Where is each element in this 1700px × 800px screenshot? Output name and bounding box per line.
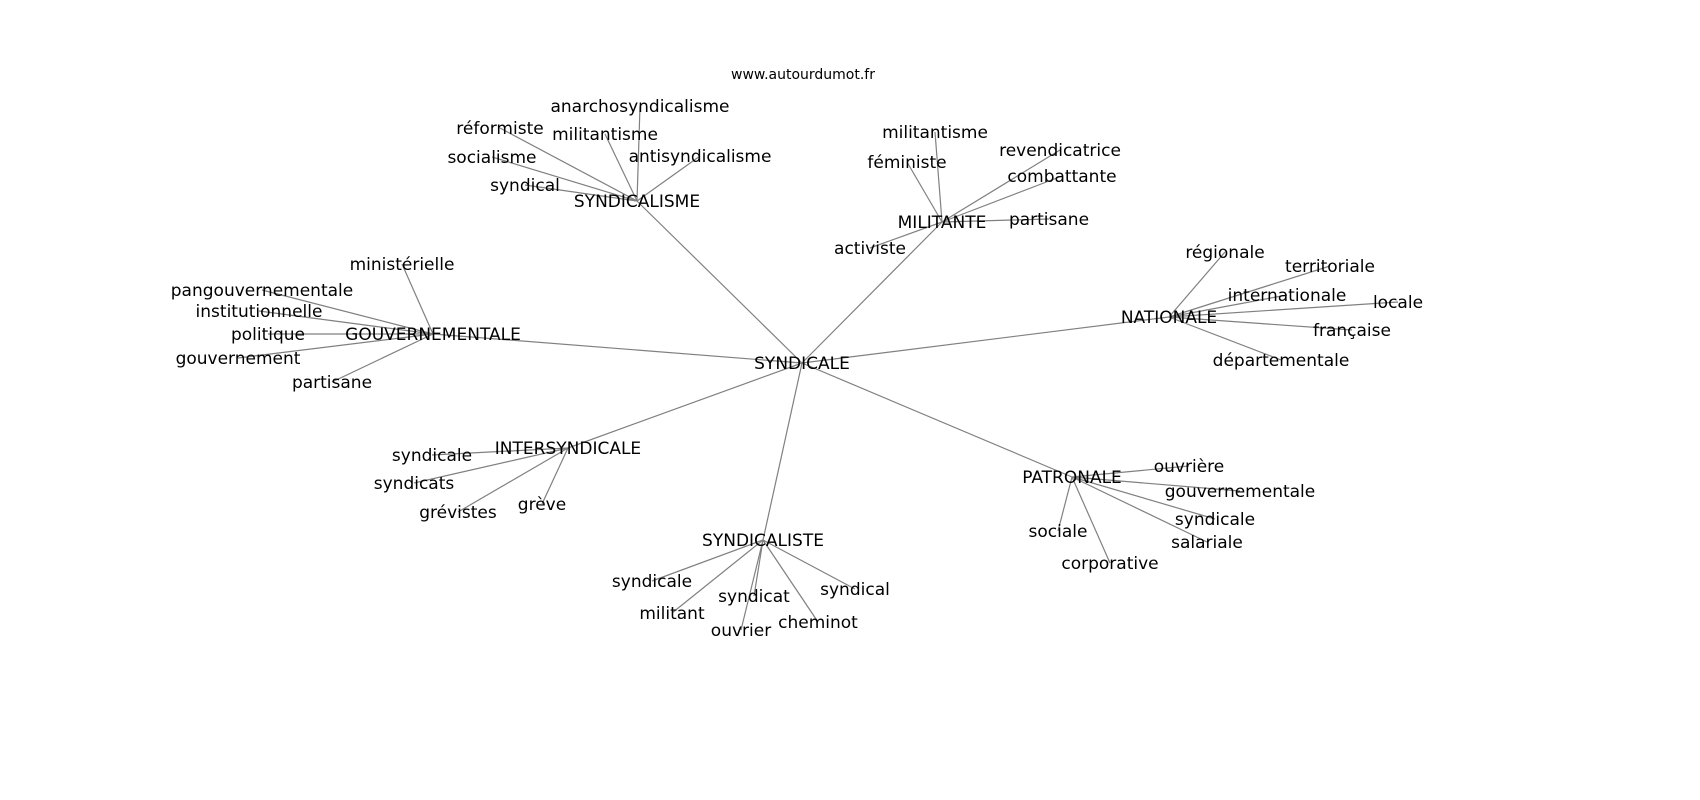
hub-node-label: SYNDICALISME bbox=[574, 192, 700, 212]
leaf-node-label: militantisme bbox=[882, 123, 988, 143]
leaf-node-label: syndicale bbox=[1175, 510, 1255, 530]
hub-node-label: NATIONALE bbox=[1121, 308, 1217, 328]
leaf-node-label: syndicats bbox=[374, 474, 455, 494]
edge-hub-leaf bbox=[941, 218, 1050, 223]
leaf-node-label: militant bbox=[639, 604, 705, 624]
edge-hub-leaf bbox=[1071, 465, 1190, 478]
leaf-node-label: grévistes bbox=[419, 503, 497, 523]
edge-root-hub bbox=[567, 362, 803, 449]
leaf-node-label: institutionnelle bbox=[196, 302, 323, 322]
leaf-node-label: gouvernementale bbox=[1165, 482, 1315, 502]
edge-hub-leaf bbox=[1168, 265, 1331, 318]
leaf-node-label: militantisme bbox=[552, 125, 658, 145]
hub-node-label: SYNDICALISTE bbox=[702, 531, 824, 551]
leaf-node-label: internationale bbox=[1228, 286, 1347, 306]
edge-hub-leaf bbox=[762, 539, 819, 623]
edge-hub-leaf bbox=[636, 105, 641, 202]
edge-hub-leaf bbox=[431, 447, 569, 456]
leaf-node-label: syndicat bbox=[718, 587, 790, 607]
leaf-node-label: sociale bbox=[1029, 522, 1088, 542]
edge-hub-leaf bbox=[906, 161, 943, 223]
edge-hub-leaf bbox=[636, 155, 701, 202]
edge-hub-leaf bbox=[541, 447, 569, 505]
leaf-node-label: combattante bbox=[1007, 167, 1116, 187]
edge-hub-leaf bbox=[331, 333, 434, 383]
leaf-node-label: anarchosyndicalisme bbox=[550, 97, 729, 117]
leaf-node-label: territoriale bbox=[1285, 257, 1375, 277]
edge-hub-leaf bbox=[762, 539, 856, 590]
leaf-node-label: locale bbox=[1373, 293, 1423, 313]
edge-hub-leaf bbox=[401, 263, 434, 335]
leaf-node-label: grève bbox=[518, 495, 566, 515]
edge-hub-leaf bbox=[413, 447, 569, 484]
edge-hub-leaf bbox=[604, 133, 638, 202]
edge-root-hub bbox=[432, 333, 803, 364]
edge-hub-leaf bbox=[869, 221, 943, 249]
edge-hub-leaf bbox=[941, 175, 1063, 223]
edge-hub-leaf bbox=[1168, 316, 1282, 361]
edge-hub-leaf bbox=[1057, 476, 1073, 532]
leaf-node-label: corporative bbox=[1061, 554, 1158, 574]
leaf-node-label: activiste bbox=[834, 239, 906, 259]
hub-node-label: MILITANTE bbox=[898, 213, 987, 233]
edge-hub-leaf bbox=[934, 131, 943, 223]
edge-hub-leaf bbox=[651, 539, 764, 582]
edge-root-hub bbox=[801, 316, 1170, 364]
leaf-node-label: réformiste bbox=[456, 119, 543, 139]
leaf-node-label: féministe bbox=[867, 153, 946, 173]
edge-hub-leaf bbox=[258, 310, 434, 335]
leaf-node-label: syndicale bbox=[612, 572, 692, 592]
leaf-node-label: gouvernement bbox=[176, 349, 301, 369]
edge-hub-leaf bbox=[1168, 316, 1353, 331]
leaf-node-label: revendicatrice bbox=[999, 141, 1121, 161]
leaf-node-label: ministérielle bbox=[350, 255, 455, 275]
edge-hub-leaf bbox=[671, 539, 764, 614]
edge-root-hub bbox=[801, 221, 943, 364]
edge-hub-leaf bbox=[1168, 251, 1226, 318]
leaf-node-label: cheminot bbox=[778, 613, 858, 633]
edge-hub-leaf bbox=[1071, 476, 1241, 492]
leaf-node-label: départementale bbox=[1213, 351, 1350, 371]
edge-hub-leaf bbox=[261, 289, 434, 335]
leaf-node-label: antisyndicalisme bbox=[629, 147, 772, 167]
hub-node-label: PATRONALE bbox=[1022, 468, 1122, 488]
edge-hub-leaf bbox=[491, 156, 638, 202]
edge-hub-leaf bbox=[524, 184, 638, 202]
hub-node-label: INTERSYNDICALE bbox=[495, 439, 641, 459]
edge-hub-leaf bbox=[1168, 301, 1399, 318]
edge-hub-leaf bbox=[1071, 476, 1111, 564]
edge-root-hub bbox=[762, 362, 803, 541]
edge-hub-leaf bbox=[740, 539, 764, 631]
leaf-node-label: ouvrier bbox=[711, 621, 771, 641]
leaf-node-label: pangouvernementale bbox=[171, 281, 353, 301]
leaf-node-label: ouvrière bbox=[1154, 457, 1224, 477]
edge-hub-leaf bbox=[1071, 476, 1208, 543]
edge-hub-leaf bbox=[1168, 294, 1288, 318]
edge-root-hub bbox=[801, 362, 1073, 478]
hub-node-label: GOUVERNEMENTALE bbox=[345, 325, 521, 345]
edge-hub-leaf bbox=[457, 447, 569, 513]
leaf-node-label: partisane bbox=[292, 373, 372, 393]
root-node-label: SYNDICALE bbox=[754, 354, 850, 374]
leaf-node-label: politique bbox=[231, 325, 305, 345]
edge-hub-leaf bbox=[237, 333, 434, 359]
edge-hub-leaf bbox=[1071, 476, 1216, 520]
leaf-node-label: française bbox=[1313, 321, 1391, 341]
edge-root-hub bbox=[636, 200, 803, 364]
leaf-node-label: syndicale bbox=[392, 446, 472, 466]
leaf-node-label: régionale bbox=[1185, 243, 1264, 263]
leaf-node-label: salariale bbox=[1171, 533, 1243, 553]
edge-hub-leaf bbox=[499, 127, 638, 202]
leaf-node-label: partisane bbox=[1009, 210, 1089, 230]
leaf-node-label: socialisme bbox=[447, 148, 536, 168]
leaf-node-label: syndical bbox=[820, 580, 890, 600]
source-watermark: www.autourdumot.fr bbox=[731, 67, 875, 83]
leaf-node-label: syndical bbox=[490, 176, 560, 196]
edge-hub-leaf bbox=[753, 539, 764, 597]
edge-hub-leaf bbox=[941, 149, 1061, 223]
